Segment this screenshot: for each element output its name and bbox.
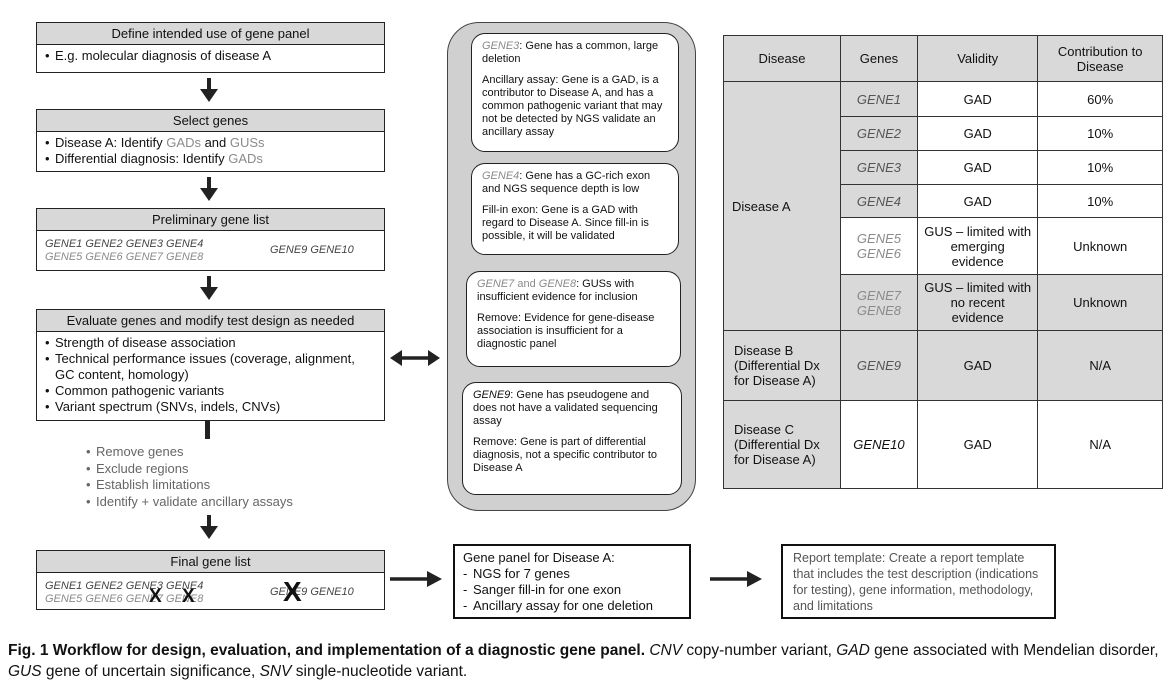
contribution-cell: Unknown <box>1037 217 1163 275</box>
validity-cell: GUS – limited with no recent evidence <box>916 274 1039 331</box>
step-bullet: E.g. molecular diagnosis of disease A <box>55 48 272 63</box>
action-item: Identify + validate ancillary assays <box>96 493 293 509</box>
contribution-cell: Unknown <box>1037 274 1163 331</box>
figure-caption: Fig. 1 Workflow for design, evaluation, … <box>8 640 1168 682</box>
removed-gene-mark: X <box>149 586 162 607</box>
step-title: Preliminary gene list <box>37 209 384 231</box>
action-list: •Remove genes •Exclude regions •Establis… <box>86 444 293 509</box>
caption-part: SNV <box>259 663 292 680</box>
arrow-head <box>200 526 218 539</box>
validity-cell: GAD <box>916 184 1039 218</box>
caption-title: Fig. 1 Workflow for design, evaluation, … <box>8 642 646 659</box>
caption-part: GUS <box>8 663 42 680</box>
double-arrow <box>390 350 440 366</box>
contribution-cell: 10% <box>1037 150 1163 185</box>
step-define-intended-use: Define intended use of gene panel •E.g. … <box>36 22 385 73</box>
flow-arrow <box>207 177 211 189</box>
gene-panel-box: Gene panel for Disease A: -NGS for 7 gen… <box>453 544 691 619</box>
gene-panel-item: Ancillary assay for one deletion <box>473 598 653 613</box>
caption-part: copy-number variant, <box>682 642 837 659</box>
gene-list-row: GENE1 GENE2 GENE3 GENE4 <box>45 580 204 592</box>
contribution-cell: N/A <box>1037 400 1163 489</box>
validity-cell: GUS – limited with emerging evidence <box>916 217 1039 275</box>
disease-b-cell: Disease B (Differential Dx for Disease A… <box>723 330 841 401</box>
gene-cell: GENE3 <box>839 150 918 185</box>
contribution-cell: 10% <box>1037 184 1163 218</box>
flow-arrow <box>207 78 211 90</box>
removed-gene-mark: X <box>182 586 195 607</box>
gene-list-row: GENE5 GENE6 GENE7 GENE8 <box>45 251 204 263</box>
disease-c-cell: Disease C (Differential Dx for Disease A… <box>723 400 841 489</box>
flow-connector <box>205 421 210 439</box>
gene-cell: GENE7 GENE8 <box>839 274 918 331</box>
gene-cell: GENE9 <box>839 330 918 401</box>
note-gene7-gene8: GENE7 and GENE8: GUSs with insufficient … <box>466 271 681 367</box>
contribution-cell: 10% <box>1037 116 1163 151</box>
flow-arrow <box>207 515 211 527</box>
gene-list-differential: GENE9 GENE10 <box>270 586 354 598</box>
gene-list-differential: GENE9 GENE10 <box>270 244 354 256</box>
caption-part: gene associated with Mendelian disorder, <box>869 642 1159 659</box>
step-final-gene-list: Final gene list GENE1 GENE2 GENE3 GENE4 … <box>36 550 385 610</box>
col-header-contribution: Contribution to Disease <box>1037 35 1163 82</box>
caption-body: CNV copy-number variant, GAD gene associ… <box>8 642 1159 680</box>
note-gene4: GENE4: Gene has a GC-rich exon and NGS s… <box>471 163 679 255</box>
action-item: Remove genes <box>96 444 184 459</box>
disease-a-cell: Disease A <box>723 81 841 331</box>
col-header-validity: Validity <box>916 35 1039 82</box>
flow-arrow-right <box>390 571 442 587</box>
step-preliminary-gene-list: Preliminary gene list GENE1 GENE2 GENE3 … <box>36 208 385 271</box>
gene-list-row: GENE5 GENE6 GENE7 GENE8 <box>45 593 204 605</box>
step-bullet: Common pathogenic variants <box>55 383 225 398</box>
step-title: Select genes <box>37 110 384 132</box>
step-bullet: Strength of disease association <box>55 335 236 350</box>
flow-arrow-right <box>710 571 762 587</box>
note-gene3: GENE3: Gene has a common, large deletion… <box>471 33 679 152</box>
report-template-box: Report template: Create a report templat… <box>781 544 1056 619</box>
gene-panel-title: Gene panel for Disease A: <box>463 550 615 565</box>
step-bullet: Technical performance issues (coverage, … <box>55 351 355 382</box>
validity-cell: GAD <box>916 400 1039 489</box>
validity-cell: GAD <box>916 330 1039 401</box>
action-item: Exclude regions <box>96 460 189 476</box>
step-evaluate-genes: Evaluate genes and modify test design as… <box>36 309 385 421</box>
caption-part: gene of uncertain significance, <box>41 663 260 680</box>
step-title: Final gene list <box>37 551 384 573</box>
flow-arrow <box>207 276 211 288</box>
arrow-head <box>200 188 218 201</box>
note-gene9: GENE9: Gene has pseudogene and does not … <box>462 382 682 495</box>
caption-part: CNV <box>649 642 683 659</box>
step-title: Evaluate genes and modify test design as… <box>37 310 384 332</box>
col-header-disease: Disease <box>723 35 841 82</box>
gene-table: Disease Genes Validity Contribution to D… <box>723 35 1163 489</box>
gene-cell: GENE2 <box>839 116 918 151</box>
caption-part: single-nucleotide variant. <box>291 663 468 680</box>
col-header-genes: Genes <box>839 35 918 82</box>
contribution-cell: N/A <box>1037 330 1163 401</box>
gene-panel-item: NGS for 7 genes <box>473 566 570 581</box>
gene-list-row: GENE1 GENE2 GENE3 GENE4 <box>45 238 204 250</box>
step-select-genes: Select genes •Disease A: Identify GADs a… <box>36 109 385 172</box>
caption-part: GAD <box>836 642 870 659</box>
validity-cell: GAD <box>916 150 1039 185</box>
removed-gene-mark: X <box>283 576 302 607</box>
validity-cell: GAD <box>916 116 1039 151</box>
validity-cell: GAD <box>916 81 1039 117</box>
gene-cell: GENE4 <box>839 184 918 218</box>
arrow-head <box>200 89 218 102</box>
gene-cell: GENE1 <box>839 81 918 117</box>
gene-cell: GENE10 <box>839 400 918 489</box>
action-item: Establish limitations <box>96 477 211 492</box>
contribution-cell: 60% <box>1037 81 1163 117</box>
report-template-text: Report template: Create a report templat… <box>793 551 1039 613</box>
step-bullet: Variant spectrum (SNVs, indels, CNVs) <box>55 399 281 414</box>
gene-cell: GENE5 GENE6 <box>839 217 918 275</box>
step-title: Define intended use of gene panel <box>37 23 384 45</box>
gene-panel-item: Sanger fill-in for one exon <box>473 582 622 597</box>
arrow-head <box>200 287 218 300</box>
